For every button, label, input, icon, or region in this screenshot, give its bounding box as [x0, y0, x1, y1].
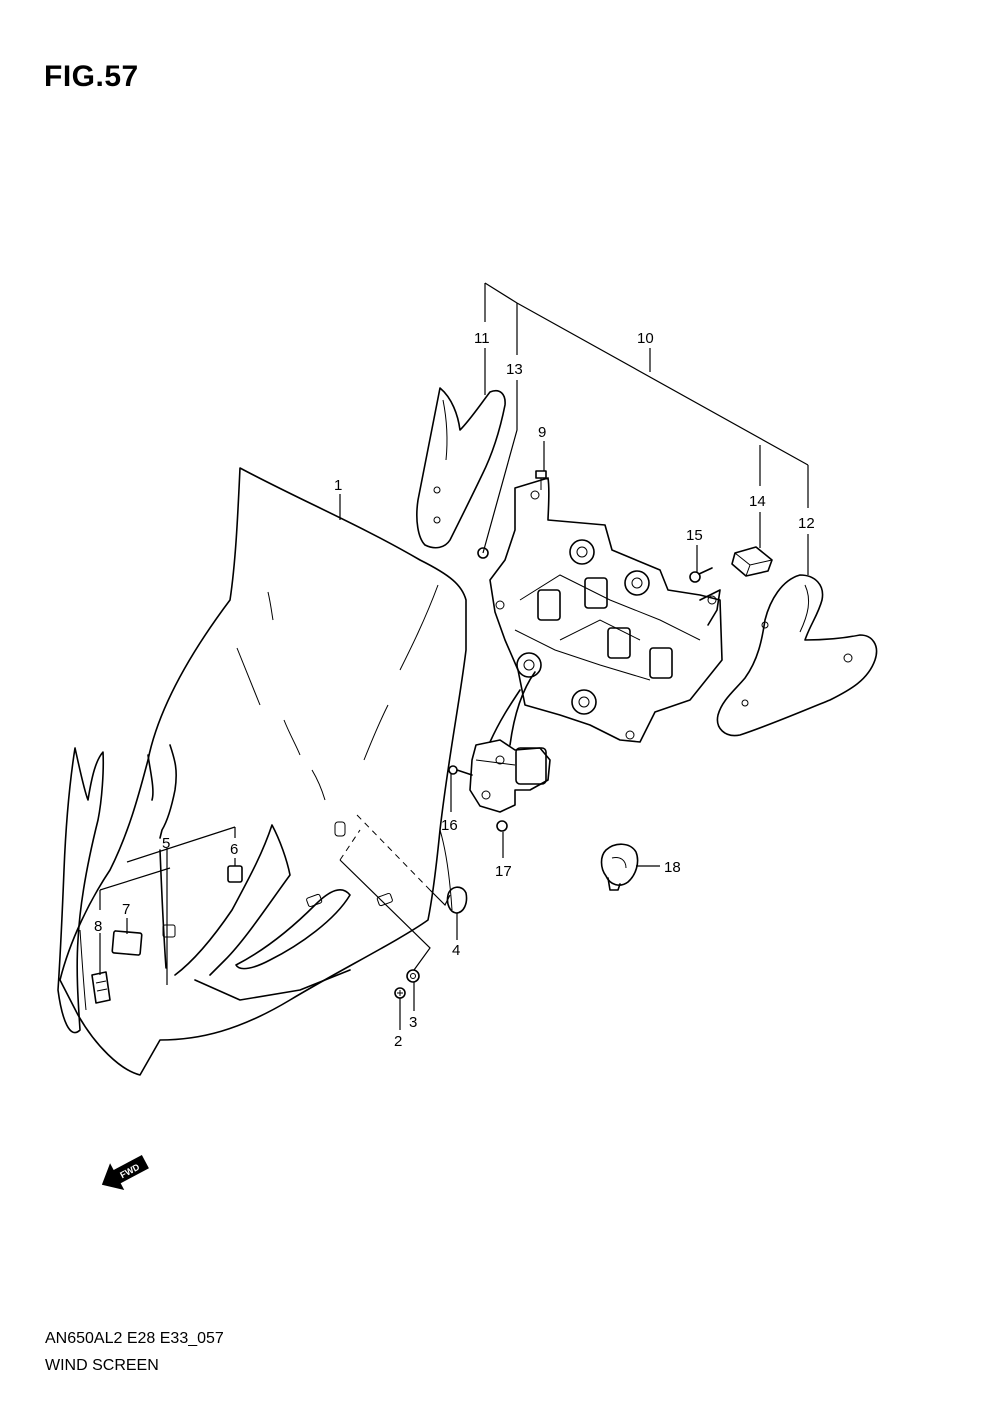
callout-7: 7 [122, 901, 130, 918]
callout-11: 11 [474, 330, 490, 347]
right-bracket-part[interactable] [716, 574, 878, 737]
callout-17: 17 [495, 863, 512, 880]
model-code: AN650AL2 E28 E33_057 [45, 1330, 224, 1347]
clamp-part-18[interactable] [600, 843, 639, 891]
seal-part[interactable] [227, 865, 243, 883]
wind-screen-part[interactable] [59, 467, 467, 1076]
callout-5: 5 [162, 835, 170, 852]
forward-arrow-icon: FWD [101, 1154, 149, 1190]
bolt-part-16[interactable] [448, 765, 473, 776]
label-part[interactable] [111, 930, 143, 956]
callout-8: 8 [94, 918, 102, 935]
nut-part-2[interactable] [394, 987, 406, 999]
callout-2: 2 [394, 1033, 402, 1050]
callout-16: 16 [441, 817, 458, 834]
callout-10: 10 [637, 330, 654, 347]
callout-3: 3 [409, 1014, 417, 1031]
callout-15: 15 [686, 527, 703, 544]
nut-part-13[interactable] [477, 547, 489, 559]
section-name: WIND SCREEN [45, 1357, 159, 1374]
callout-6: 6 [230, 841, 238, 858]
bolt-part-15[interactable] [689, 567, 713, 583]
callout-14: 14 [749, 493, 766, 510]
nut-part-17[interactable] [496, 820, 508, 832]
callout-4: 4 [452, 942, 460, 959]
callout-9: 9 [538, 424, 546, 441]
callout-18: 18 [664, 859, 681, 876]
callout-13: 13 [506, 361, 523, 378]
callout-1: 1 [334, 477, 342, 494]
cushion-part-14[interactable] [731, 546, 773, 577]
grommet-part-4[interactable] [446, 886, 468, 914]
figure-title: FIG.57 [44, 60, 139, 93]
motor-assembly[interactable] [469, 671, 551, 813]
wind-screen-drive-bracket[interactable] [489, 477, 723, 743]
left-side-trim[interactable] [57, 747, 105, 1034]
bolt-part-9[interactable] [535, 470, 547, 490]
callout-12: 12 [798, 515, 815, 532]
emblem-part[interactable] [91, 971, 111, 1004]
left-bracket-part[interactable] [416, 387, 506, 549]
washer-part-3[interactable] [406, 969, 420, 983]
